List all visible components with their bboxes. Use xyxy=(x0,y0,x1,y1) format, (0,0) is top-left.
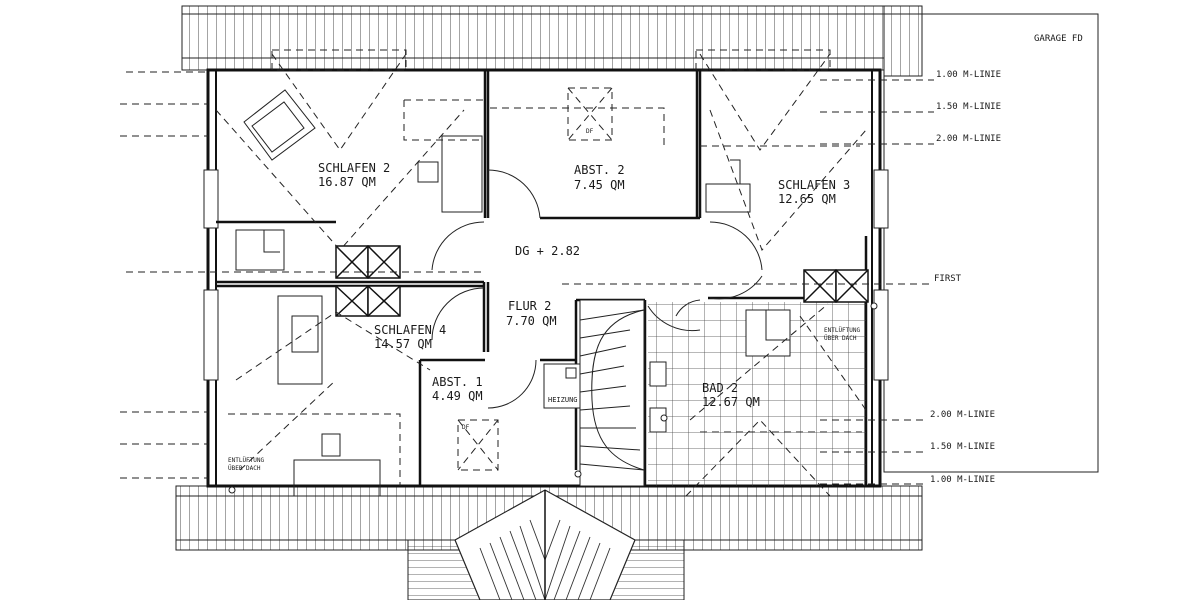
line-label-bottom-2: 1.50 M-LINIE xyxy=(930,442,995,452)
heating-closet xyxy=(543,363,581,409)
abst1-area: 4.49 QM xyxy=(432,389,483,403)
roof-top-band xyxy=(181,5,923,71)
door-swings xyxy=(431,169,763,409)
staircase xyxy=(579,299,645,487)
skylight-top-label: DF xyxy=(586,128,594,135)
garage-outline xyxy=(883,5,1099,473)
line-label-bottom-1: 2.00 M-LINIE xyxy=(930,410,995,420)
abst2-area: 7.45 QM xyxy=(574,178,625,192)
vent-right-line1: ENTLÜFTUNG xyxy=(824,327,861,334)
schlafen4-name: SCHLAFEN 4 xyxy=(374,323,446,337)
abst2-name: ABST. 2 xyxy=(574,163,625,177)
garage-label: GARAGE FD xyxy=(1034,34,1083,44)
skylight-bottom xyxy=(457,419,499,471)
vent-left-line2: ÜBER DACH xyxy=(228,465,261,472)
vent-left-line1: ENTLÜFTUNG xyxy=(228,457,265,464)
line-label-top-3: 2.00 M-LINIE xyxy=(936,134,1001,144)
first-label: FIRST xyxy=(934,274,962,284)
dormer-lines xyxy=(215,49,867,497)
schlafen2-area: 16.87 QM xyxy=(318,175,376,189)
schlafen3-area: 12.65 QM xyxy=(778,192,836,206)
abst1-name: ABST. 1 xyxy=(432,375,483,389)
heizung-label: HEIZUNG xyxy=(548,396,578,404)
dg-label: DG + 2.82 xyxy=(515,244,580,258)
vent-right-line2: ÜBER DACH xyxy=(824,335,857,342)
flur2-area: 7.70 QM xyxy=(506,314,557,328)
bathroom-tiles xyxy=(648,302,866,486)
bad2-area: 12.67 QM xyxy=(702,395,760,409)
line-label-top-2: 1.50 M-LINIE xyxy=(936,102,1001,112)
schlafen2-name: SCHLAFEN 2 xyxy=(318,161,390,175)
schlafen3-name: SCHLAFEN 3 xyxy=(778,178,850,192)
right-reference-lines xyxy=(562,79,934,485)
bad2-name: BAD 2 xyxy=(702,381,738,395)
furniture xyxy=(235,89,791,497)
line-label-top-1: 1.00 M-LINIE xyxy=(936,70,1001,80)
vent-circles xyxy=(228,302,878,494)
skylight-bottom-label: DF xyxy=(462,424,470,431)
flur2-name: FLUR 2 xyxy=(508,299,551,313)
left-reference-lines xyxy=(120,71,484,479)
vent-boxes xyxy=(335,245,869,317)
schlafen4-area: 14.57 QM xyxy=(374,337,432,351)
gable-roof xyxy=(407,489,685,600)
line-label-bottom-3: 1.00 M-LINIE xyxy=(930,475,995,485)
